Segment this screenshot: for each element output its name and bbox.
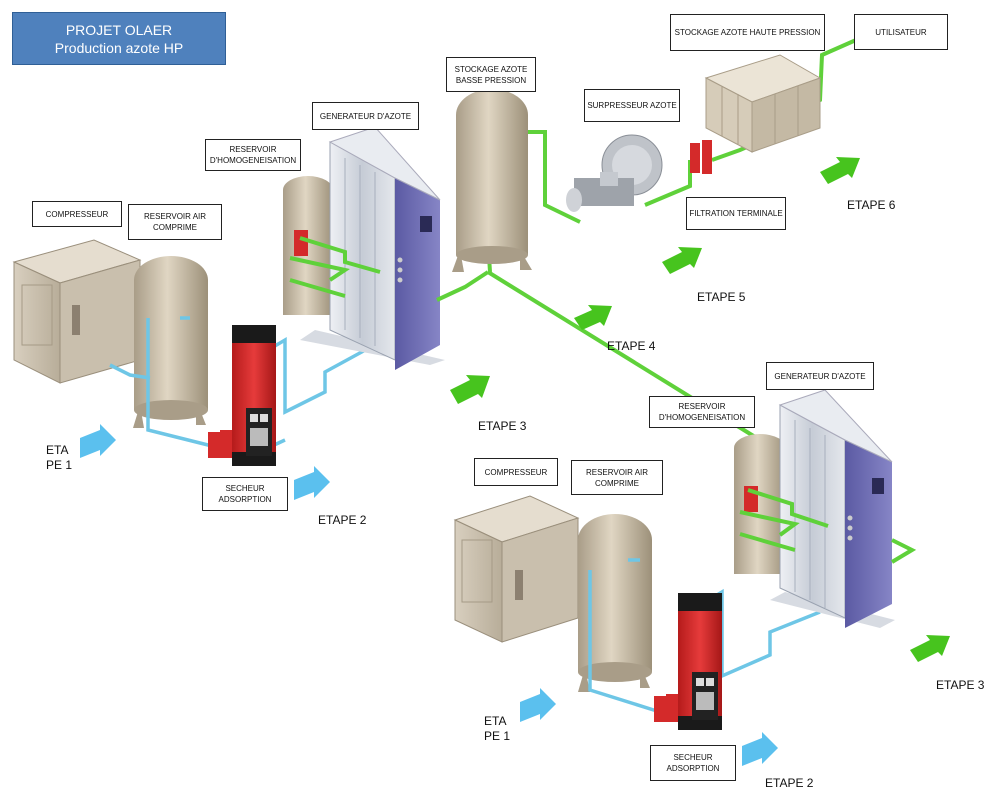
- step-etape1-top-line2: PE 1: [46, 458, 73, 472]
- step-etape5: ETAPE 5: [697, 290, 746, 304]
- label-utilisateur-text: UTILISATEUR: [875, 27, 927, 37]
- label-filtration: FILTRATION TERMINALE: [686, 197, 786, 230]
- label-reservoir-homog-1-line2: D'HOMOGENEISATION: [209, 156, 297, 165]
- label-filtration-text: FILTRATION TERMINALE: [689, 209, 783, 218]
- terminal-filtration: [690, 140, 712, 174]
- label-stockage-hp-text: STOCKAGE AZOTE HAUTE PRESSION: [674, 28, 821, 37]
- nitrogen-generator-1: [300, 126, 445, 370]
- label-secheur-1-line2: ADSORPTION: [218, 495, 272, 504]
- nitrogen-generator-2: [770, 389, 895, 628]
- label-generateur-1-text: GENERATEUR D'AZOTE: [319, 111, 412, 121]
- step-etape3-bottom: ETAPE 3: [936, 678, 985, 692]
- project-title-box: PROJET OLAER Production azote HP: [12, 12, 226, 65]
- label-compresseur-2: COMPRESSEUR: [474, 458, 558, 486]
- label-surpresseur: SURPRESSEUR AZOTE: [584, 89, 680, 122]
- arrow-etape2-bottom: [742, 732, 778, 766]
- label-generateur-1: GENERATEUR D'AZOTE: [312, 102, 419, 130]
- label-stockage-hp: STOCKAGE AZOTE HAUTE PRESSION: [670, 14, 825, 51]
- arrow-etape4: [574, 305, 612, 330]
- nitrogen-pipes-3: [739, 488, 917, 564]
- label-secheur-2-line2: ADSORPTION: [666, 764, 720, 773]
- label-reservoir-air-1-line1: RESERVOIR AIR: [143, 212, 207, 221]
- label-stockage-bp-line1: STOCKAGE AZOTE: [454, 64, 528, 74]
- dryer-2: [654, 593, 722, 730]
- step-etape1-bottom-line2: PE 1: [484, 729, 511, 743]
- air-receiver-1: [133, 256, 208, 428]
- project-subtitle: Production azote HP: [54, 40, 184, 56]
- label-stockage-bp: STOCKAGE AZOTE BASSE PRESSION: [446, 57, 536, 92]
- compressor-1: [12, 239, 142, 384]
- step-etape2-bottom: ETAPE 2: [765, 776, 814, 790]
- high-pressure-storage: [704, 54, 822, 153]
- label-reservoir-air-1-line2: COMPRIME: [153, 223, 197, 232]
- label-reservoir-air-2-line1: RESERVOIR AIR: [585, 467, 649, 477]
- label-reservoir-homog-2: RESERVOIR D'HOMOGENEISATION: [649, 396, 755, 428]
- project-title: PROJET OLAER: [65, 22, 173, 38]
- label-reservoir-air-2: RESERVOIR AIR COMPRIME: [571, 460, 663, 495]
- step-etape1-top: ETA PE 1: [46, 443, 72, 473]
- label-secheur-2-line1: SECHEUR: [673, 753, 713, 762]
- step-etape3-top: ETAPE 3: [478, 419, 527, 433]
- homogenization-tank-2: [734, 434, 786, 574]
- label-reservoir-homog-2-line2: D'HOMOGENEISATION: [658, 413, 746, 422]
- homogenization-tank-1: [283, 176, 333, 315]
- label-generateur-2-text: GENERATEUR D'AZOTE: [774, 371, 866, 381]
- label-secheur-1-line1: SECHEUR: [225, 484, 265, 493]
- label-reservoir-air-1: RESERVOIR AIR COMPRIME: [128, 204, 222, 240]
- step-etape1-bottom-line1: ETA: [484, 714, 507, 728]
- arrow-etape2-top: [294, 466, 330, 500]
- label-reservoir-air-2-line2: COMPRIME: [595, 478, 639, 488]
- label-secheur-1: SECHEUR ADSORPTION: [202, 477, 288, 511]
- label-reservoir-homog-1-line1: RESERVOIR: [229, 145, 277, 154]
- nitrogen-booster: [566, 134, 663, 212]
- step-etape1-top-line1: ETA: [46, 443, 69, 457]
- label-secheur-2: SECHEUR ADSORPTION: [650, 745, 736, 781]
- label-compresseur-1-text: COMPRESSEUR: [45, 209, 109, 219]
- label-stockage-bp-line2: BASSE PRESSION: [455, 75, 527, 85]
- step-etape1-bottom: ETA PE 1: [484, 714, 510, 744]
- step-etape6: ETAPE 6: [847, 198, 896, 212]
- label-compresseur-1: COMPRESSEUR: [32, 201, 122, 227]
- label-compresseur-2-text: COMPRESSEUR: [484, 467, 548, 477]
- label-surpresseur-text: SURPRESSEUR AZOTE: [587, 101, 677, 110]
- arrow-etape6: [820, 157, 860, 184]
- label-generateur-2: GENERATEUR D'AZOTE: [766, 362, 874, 390]
- compressor-2: [453, 495, 580, 643]
- step-etape4: ETAPE 4: [607, 339, 656, 353]
- nitrogen-pipes-1: [289, 236, 492, 302]
- arrow-etape3-top: [450, 375, 490, 404]
- label-utilisateur: UTILISATEUR: [854, 14, 948, 50]
- arrow-etape1-top: [80, 424, 116, 458]
- arrow-etape1-bottom: [520, 688, 556, 722]
- dryer-1: [208, 325, 276, 466]
- label-reservoir-homog-2-line1: RESERVOIR: [678, 402, 726, 411]
- arrow-etape3-bottom: [910, 635, 950, 662]
- label-reservoir-homog-1: RESERVOIR D'HOMOGENEISATION: [205, 139, 301, 171]
- arrow-etape5: [662, 247, 702, 274]
- low-pressure-storage-tank: [452, 89, 532, 272]
- step-etape2-top: ETAPE 2: [318, 513, 367, 527]
